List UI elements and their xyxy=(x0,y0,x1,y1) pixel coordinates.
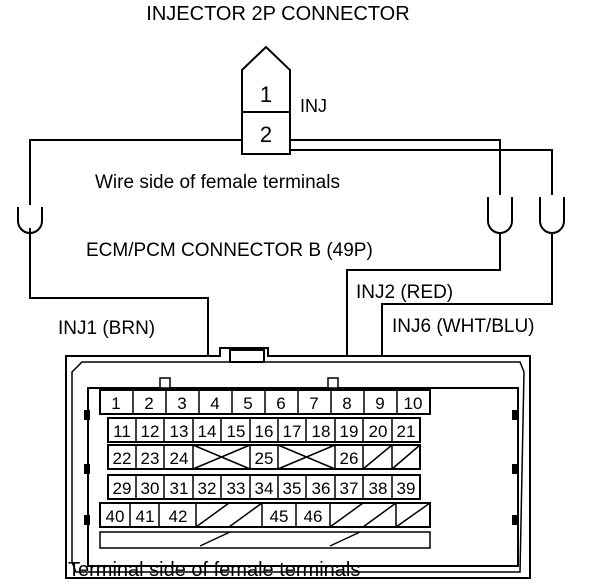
terminal-side-label: Terminal side of female terminals xyxy=(68,559,360,581)
ecm-connector-b: 1 2 3 4 5 6 7 8 9 10 11 12 13 14 15 16 1… xyxy=(65,347,531,579)
terminal-33: 33 xyxy=(227,479,246,498)
wire-break-symbols xyxy=(17,197,565,234)
injector-2p-connector: 1 2 xyxy=(241,45,291,155)
terminal-37: 37 xyxy=(340,479,359,498)
terminal-11: 11 xyxy=(113,422,131,441)
wire-break-mid xyxy=(487,197,513,234)
terminal-38: 38 xyxy=(369,479,388,498)
terminal-6: 6 xyxy=(276,394,285,413)
terminal-16: 16 xyxy=(255,422,274,441)
wire-break-right xyxy=(539,197,565,234)
terminal-36: 36 xyxy=(312,479,331,498)
terminal-29: 29 xyxy=(113,479,132,498)
terminal-4: 4 xyxy=(210,394,219,413)
terminal-30: 30 xyxy=(141,479,160,498)
terminal-19: 19 xyxy=(340,422,359,441)
terminal-18: 18 xyxy=(312,422,331,441)
terminal-46: 46 xyxy=(304,507,323,526)
terminal-14: 14 xyxy=(198,422,217,441)
ecm-row-5: 40 41 42 45 46 xyxy=(99,502,431,528)
terminal-39: 39 xyxy=(397,479,416,498)
inj1-wire-label: INJ1 (BRN) xyxy=(58,318,155,339)
terminal-26: 26 xyxy=(340,449,359,468)
wire-break-left xyxy=(17,207,43,234)
terminal-5: 5 xyxy=(243,394,252,413)
terminal-24: 24 xyxy=(170,449,189,468)
terminal-45: 45 xyxy=(270,507,289,526)
wire-side-label: Wire side of female terminals xyxy=(95,172,340,193)
injector-connector-title: INJECTOR 2P CONNECTOR xyxy=(146,3,409,25)
terminal-41: 41 xyxy=(136,507,155,526)
terminal-31: 31 xyxy=(170,479,189,498)
inj-signal-label: INJ xyxy=(300,96,327,116)
terminal-3: 3 xyxy=(177,394,186,413)
terminal-13: 13 xyxy=(170,422,189,441)
terminal-17: 17 xyxy=(283,422,302,441)
terminal-7: 7 xyxy=(309,394,318,413)
terminal-1: 1 xyxy=(111,394,120,413)
inj2-wire-label: INJ2 (RED) xyxy=(356,282,453,303)
terminal-34: 34 xyxy=(255,479,274,498)
terminal-40: 40 xyxy=(106,507,125,526)
terminal-2: 2 xyxy=(144,394,153,413)
wire-routing xyxy=(29,139,553,390)
terminal-15: 15 xyxy=(227,422,246,441)
terminal-25: 25 xyxy=(255,449,274,468)
injector-pin-2: 2 xyxy=(260,122,272,147)
terminal-12: 12 xyxy=(141,422,160,441)
inj6-wire-label: INJ6 (WHT/BLU) xyxy=(392,316,535,337)
terminal-20: 20 xyxy=(369,422,388,441)
terminal-35: 35 xyxy=(283,479,302,498)
terminal-23: 23 xyxy=(141,449,160,468)
ecm-row-1: 1 2 3 4 5 6 7 8 9 10 xyxy=(99,389,431,415)
ecm-row-4: 29 30 31 32 33 34 35 36 37 38 39 xyxy=(107,474,421,500)
terminal-10: 10 xyxy=(404,394,423,413)
terminal-21: 21 xyxy=(397,422,416,441)
terminal-22: 22 xyxy=(113,449,132,468)
terminal-9: 9 xyxy=(375,394,384,413)
ecm-row-2: 11 12 13 14 15 16 17 18 19 20 21 xyxy=(107,417,421,443)
injector-pin-1: 1 xyxy=(260,82,272,107)
terminal-42: 42 xyxy=(169,507,188,526)
ecm-connector-title: ECM/PCM CONNECTOR B (49P) xyxy=(86,240,373,261)
ecm-row-3: 22 23 24 25 26 xyxy=(107,444,421,470)
terminal-8: 8 xyxy=(342,394,351,413)
terminal-32: 32 xyxy=(198,479,217,498)
